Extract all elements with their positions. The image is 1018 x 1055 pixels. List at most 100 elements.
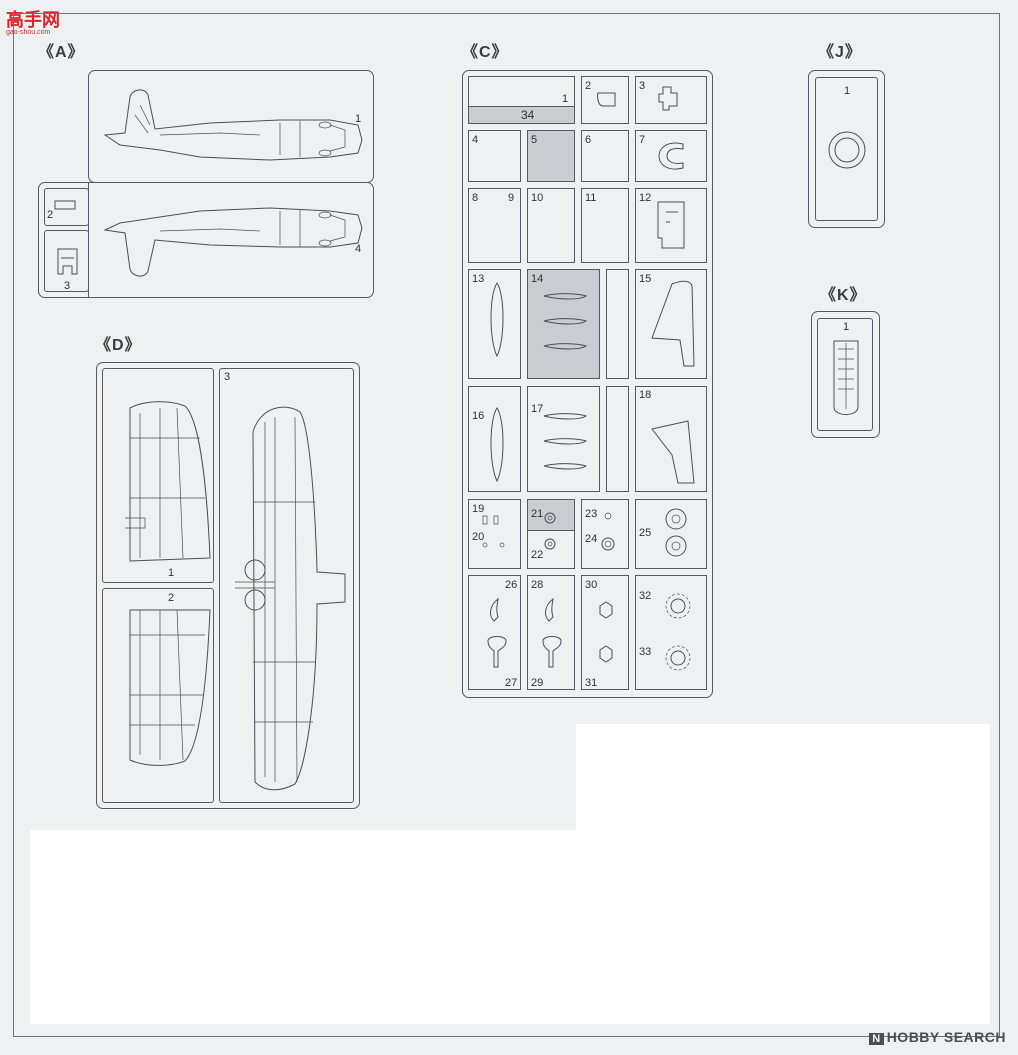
sprue-c-part-27-number: 27 [505,677,518,689]
sprue-c-part-13-number: 13 [472,273,485,285]
blank-area [576,724,990,1024]
sprue-a-part-3-number: 3 [64,280,71,292]
part-shape-bracket [57,248,78,275]
sprue-c-part-7-number: 7 [639,134,646,146]
sprue-c-part-31-number: 31 [585,677,598,689]
lower-wing-part-drawing [129,609,211,766]
sprue-d-frame [96,362,360,809]
sprue-c-part-19-number: 19 [472,503,485,515]
sprue-c-cell [527,386,600,492]
sprue-c-frame [462,70,713,698]
part-shape-small-pieces [601,512,615,551]
sprue-k-frame [811,311,880,438]
sprue-c-part-14-number: 14 [531,273,544,285]
sprue-c-cell [468,188,521,263]
sprue-c-cell [468,269,521,379]
sprue-d-label: 《D》 [95,337,142,354]
sprue-c-part-28-number: 28 [531,579,544,591]
part-shape-tail [651,420,695,484]
sprue-d-part1-cell [102,368,214,583]
part-shape-gear-covers [542,597,562,668]
sprue-c-shaded-strip [527,499,575,531]
part-shape-gear-covers [487,597,507,668]
part-shape-cockpit-floor [833,340,859,415]
sprue-c-part-3-number: 3 [639,80,646,92]
sprue-c-cell [606,386,629,492]
sprue-c-cell [635,269,707,379]
sprue-c-part-15-number: 15 [639,273,652,285]
sprue-c-part-2-number: 2 [585,80,592,92]
sprue-c-cell [635,130,707,182]
sprue-c-part-8-number: 8 [472,192,479,204]
sprue-c-label: 《C》 [462,44,509,61]
sprue-c-part-4-number: 4 [472,134,479,146]
sprue-a-part-1-number: 1 [355,113,362,125]
part-shape-tail [651,280,695,367]
site-watermark-text: 高手网 [6,10,60,30]
upper-wing-part-drawing [125,401,211,562]
sprue-d-part-2-number: 2 [168,592,175,604]
sprue-a-label: 《A》 [38,44,85,61]
hobby-search-mark: N [869,1033,884,1045]
sprue-c-shaded-cell [527,130,575,182]
sprue-c-cell [635,499,707,569]
part-shape-clear-canopy [828,131,866,169]
sprue-a-part-4-number: 4 [355,243,362,255]
sprue-c-part-20-number: 20 [472,531,485,543]
sprue-c-cell [635,575,707,690]
part-shape-drop-tank-half [490,282,504,358]
part-shape-drop-tank-half [490,407,504,483]
sprue-c-part-9-number: 9 [508,192,515,204]
sprue-c-cell [468,499,521,569]
sprue-c-part-16-number: 16 [472,410,485,422]
part-shape-small-pieces [599,601,613,663]
sprue-c-cell [635,76,707,124]
sprue-c-part-11-number: 11 [585,192,597,204]
sprue-c-part-33-number: 33 [639,646,652,658]
wing-main-part-drawing [235,406,346,791]
blank-area [30,830,580,1024]
sprue-c-part-18-number: 18 [639,389,652,401]
sprue-a-part2-cell [44,188,89,226]
sprue-c-cell [468,575,521,690]
sprue-c-part-29-number: 29 [531,677,544,689]
sprue-c-part-17-number: 17 [531,403,544,415]
sprue-c-cell [468,130,521,182]
sprue-d-part-1-number: 1 [168,567,175,579]
sprue-k-inner-frame [817,318,873,431]
sprue-c-cell [635,386,707,492]
sprue-j-inner-frame [815,77,878,221]
sprue-a-lower-frame [38,182,374,298]
part-shape [597,92,616,107]
part-shape [658,86,678,111]
sprue-c-shaded-strip [468,106,575,124]
part-shape-small-plate [54,200,76,210]
sprue-c-cell [581,188,629,263]
sprue-c-cell [581,76,629,124]
sprue-c-part-12-number: 12 [639,192,652,204]
sprue-j-part-1-number: 1 [844,85,851,97]
sprue-c-part-10-number: 10 [531,192,544,204]
sprue-a-part3-cell [44,230,89,292]
site-watermark-logo: 高手网 gao-shou.com [6,6,60,36]
sprue-c-part-24-number: 24 [585,533,598,545]
sprue-c-part-32-number: 32 [639,590,652,602]
part-shape-engine-cylinders [665,593,691,671]
sprue-c-cell [581,499,629,569]
sprue-c-part-21-number: 21 [531,508,544,520]
sprue-c-cell [635,188,707,263]
sprue-k-part-1-number: 1 [843,321,850,333]
part-shape-wheels [665,508,687,557]
sprue-c-cell [468,386,521,492]
fuselage-half-drawing [103,207,363,277]
sprue-j-label: 《J》 [818,44,862,61]
sheet-border [13,13,1000,1037]
hobby-search-text: HOBBY SEARCH [886,1029,1006,1045]
sprue-c-part-23-number: 23 [585,508,598,520]
sprue-j-frame [808,70,885,228]
sprue-c-part-1-number: 1 [562,93,569,105]
sprue-c-part-30-number: 30 [585,579,598,591]
sprue-d-part-3-number: 3 [224,371,231,383]
fuselage-half-drawing [103,89,363,161]
